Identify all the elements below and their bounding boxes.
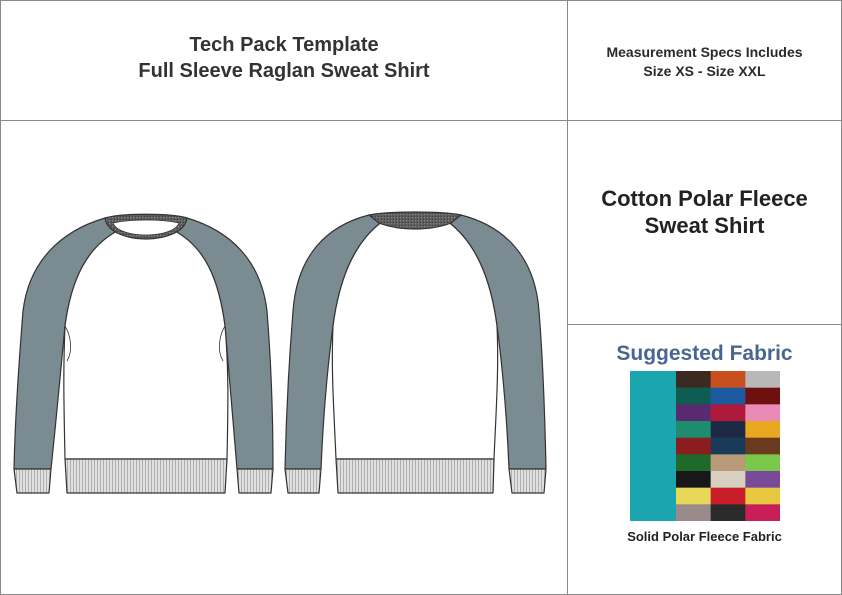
front-left-cuff xyxy=(13,468,52,494)
swatch-cell xyxy=(676,504,711,521)
measurement-specs-text: Measurement Specs Includes xyxy=(606,44,803,60)
fabric-swatch-grid xyxy=(630,371,780,521)
garment-drawing-cell xyxy=(0,120,568,595)
suggested-fabric-title: Suggested Fabric xyxy=(616,342,793,365)
swatch-cell xyxy=(745,504,780,521)
fabric-cell: Cotton Polar Fleece Sweat Shirt xyxy=(567,120,842,325)
back-body xyxy=(331,214,499,460)
front-view-sweatshirt xyxy=(13,213,274,494)
back-right-cuff xyxy=(508,468,547,494)
fabric-swatch-image xyxy=(630,371,780,521)
title-cell: Tech Pack Template Full Sleeve Raglan Sw… xyxy=(0,0,568,121)
swatch-cell xyxy=(745,454,780,472)
swatch-cell xyxy=(676,371,711,388)
swatch-cell xyxy=(710,487,746,505)
swatch-cell xyxy=(676,404,711,422)
swatch-cell xyxy=(676,487,711,505)
swatch-cell xyxy=(745,387,780,405)
swatch-cell xyxy=(710,454,746,472)
page-subtitle: Full Sleeve Raglan Sweat Shirt xyxy=(138,60,430,82)
swatch-cell xyxy=(676,437,711,455)
back-left-cuff xyxy=(284,468,322,494)
swatch-cell xyxy=(710,421,746,438)
swatch-cell xyxy=(745,471,780,488)
back-view-sweatshirt xyxy=(284,211,547,494)
swatch-cell xyxy=(710,437,746,455)
swatch-cell xyxy=(745,487,780,505)
measurement-cell: Measurement Specs Includes Size XS - Siz… xyxy=(567,0,842,121)
front-hem-rib xyxy=(64,458,228,494)
page-title: Tech Pack Template xyxy=(189,34,379,56)
swatch-cell xyxy=(676,387,711,405)
swatch-cell xyxy=(710,387,746,405)
garment-drawing xyxy=(13,211,547,494)
fabric-caption: Solid Polar Fleece Fabric xyxy=(627,529,782,544)
swatch-cell xyxy=(710,471,746,488)
swatch-cell xyxy=(710,371,746,388)
back-collar xyxy=(368,211,462,230)
garment-type: Sweat Shirt xyxy=(644,213,765,238)
swatch-teal xyxy=(630,371,676,521)
swatch-cell xyxy=(676,421,711,438)
swatch-cell xyxy=(745,437,780,455)
swatch-cell xyxy=(745,371,780,388)
size-range-text: Size XS - Size XXL xyxy=(643,63,766,79)
swatch-cell xyxy=(710,504,746,521)
swatch-cell xyxy=(676,454,711,472)
front-right-cuff xyxy=(236,468,274,494)
back-hem-rib xyxy=(335,458,495,494)
fabric-name: Cotton Polar Fleece xyxy=(601,186,808,211)
swatch-cell xyxy=(745,404,780,422)
swatch-cell xyxy=(745,421,780,438)
swatch-cell xyxy=(676,471,711,488)
swatch-cell xyxy=(710,404,746,422)
suggested-fabric-cell: Suggested Fabric Solid Polar Fleece Fabr… xyxy=(567,324,842,595)
